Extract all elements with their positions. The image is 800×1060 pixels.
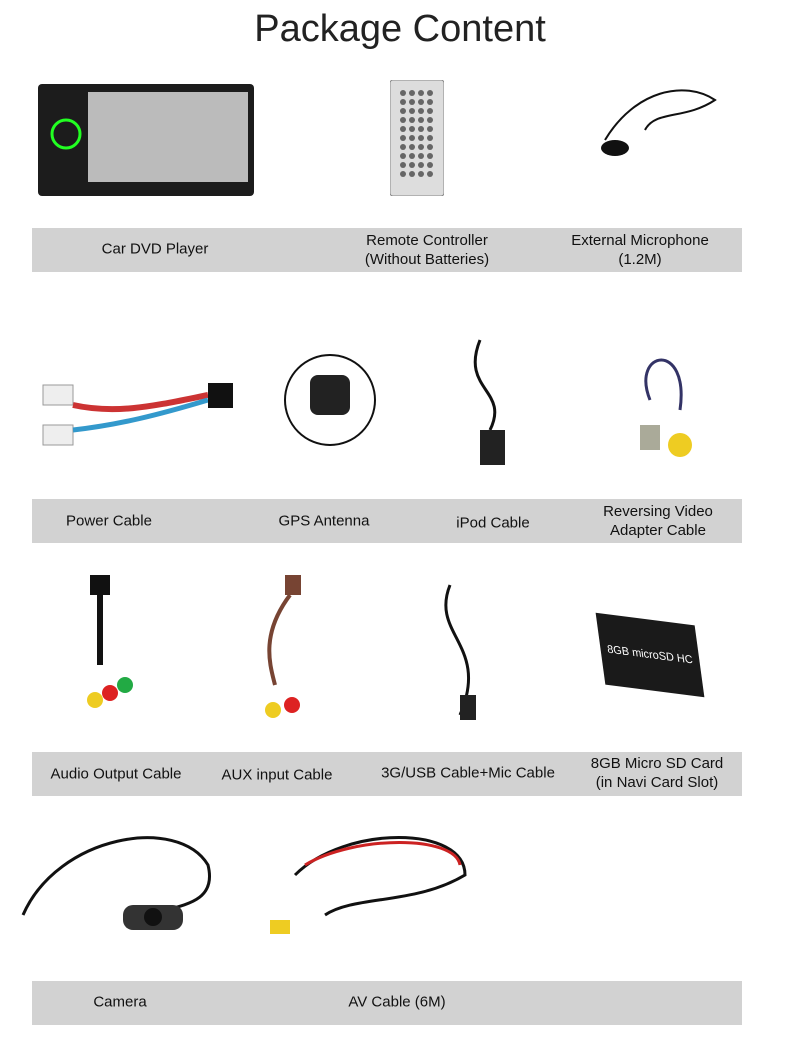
car-dvd-player-image [38, 84, 254, 196]
gps-antenna-image [284, 354, 376, 446]
audio-output-cable-image [87, 575, 133, 708]
page-title: Package Content [254, 8, 546, 50]
ipod-cable-image [473, 339, 505, 465]
label-bar [32, 499, 742, 543]
item-label-av-cable: AV Cable (6M) [348, 993, 446, 1011]
usb-mic-cable-image [444, 584, 476, 720]
item-label-camera: Camera [93, 993, 147, 1011]
power-cable-image [42, 383, 233, 446]
item-label-remote-controller: Remote Controller(Without Batteries) [364, 232, 490, 268]
camera-image [21, 836, 212, 930]
item-label-audio-output-cable: Audio Output Cable [50, 765, 182, 783]
aux-input-cable-image [265, 575, 301, 718]
label-bar [32, 228, 742, 272]
item-label-power-cable: Power Cable [66, 512, 152, 530]
label-bar [32, 752, 742, 796]
item-label-external-microphone: External Microphone(1.2M) [571, 232, 709, 268]
item-label-micro-sd-card: 8GB Micro SD Card(in Navi Card Slot) [590, 755, 724, 791]
reversing-video-adapter-image [640, 358, 692, 457]
av-cable-image [270, 836, 467, 934]
remote-controller-image [390, 80, 444, 196]
item-label-gps-antenna: GPS Antenna [278, 512, 370, 530]
item-label-ipod-cable: iPod Cable [456, 514, 530, 532]
external-microphone-image [601, 89, 717, 156]
micro-sd-card-image: 8GB microSD HC [595, 612, 705, 698]
label-bar [32, 981, 742, 1025]
item-label-aux-input-cable: AUX input Cable [221, 766, 333, 784]
item-label-car-dvd-player: Car DVD Player [101, 240, 209, 258]
item-label-usb-mic-cable: 3G/USB Cable+Mic Cable [381, 764, 555, 782]
